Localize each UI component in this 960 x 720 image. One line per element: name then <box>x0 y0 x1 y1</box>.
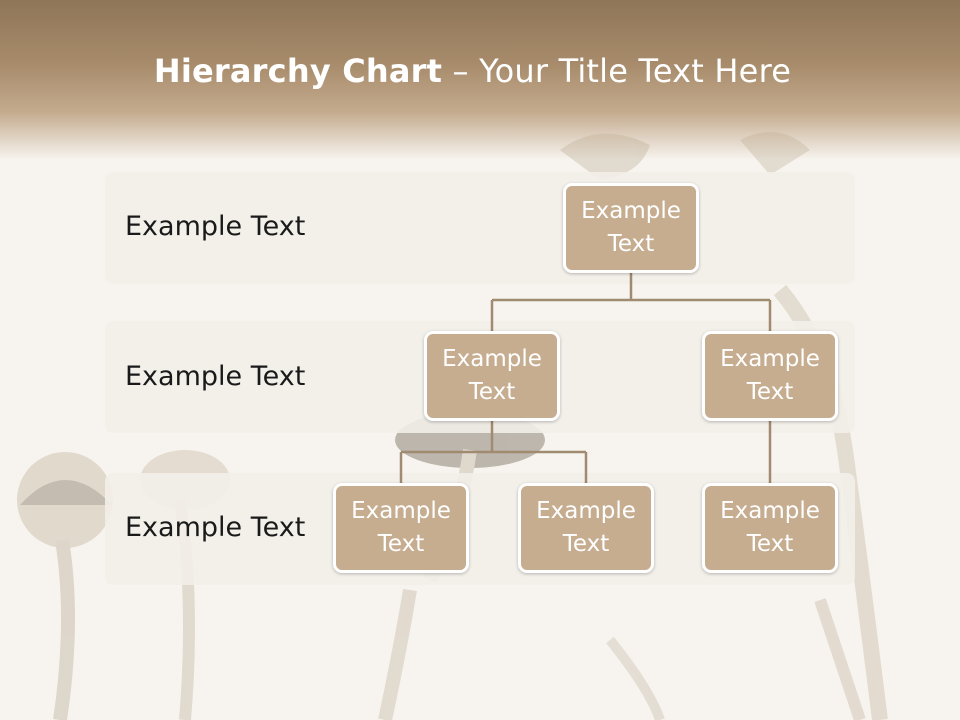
node-level3-3[interactable]: Example Text <box>702 483 838 573</box>
node-level3-1-label: Example Text <box>351 498 451 557</box>
node-level2-right[interactable]: Example Text <box>702 331 838 421</box>
level-label-2: Example Text <box>125 361 306 392</box>
node-root-label: Example Text <box>581 198 681 257</box>
level-label-3: Example Text <box>125 512 306 543</box>
level-band-1 <box>105 172 855 284</box>
node-level3-1[interactable]: Example Text <box>333 483 469 573</box>
node-level2-left[interactable]: Example Text <box>424 331 560 421</box>
title-rest: – Your Title Text Here <box>442 52 792 90</box>
level-label-1: Example Text <box>125 211 306 242</box>
title-bold: Hierarchy Chart <box>153 52 443 90</box>
slide-title: Hierarchy Chart – Your Title Text Here <box>0 52 945 90</box>
header-banner <box>0 0 960 160</box>
node-root[interactable]: Example Text <box>563 183 699 273</box>
node-level3-2[interactable]: Example Text <box>518 483 654 573</box>
node-level3-2-label: Example Text <box>536 498 636 557</box>
node-level3-3-label: Example Text <box>720 498 820 557</box>
node-level2-left-label: Example Text <box>442 346 542 405</box>
node-level2-right-label: Example Text <box>720 346 820 405</box>
